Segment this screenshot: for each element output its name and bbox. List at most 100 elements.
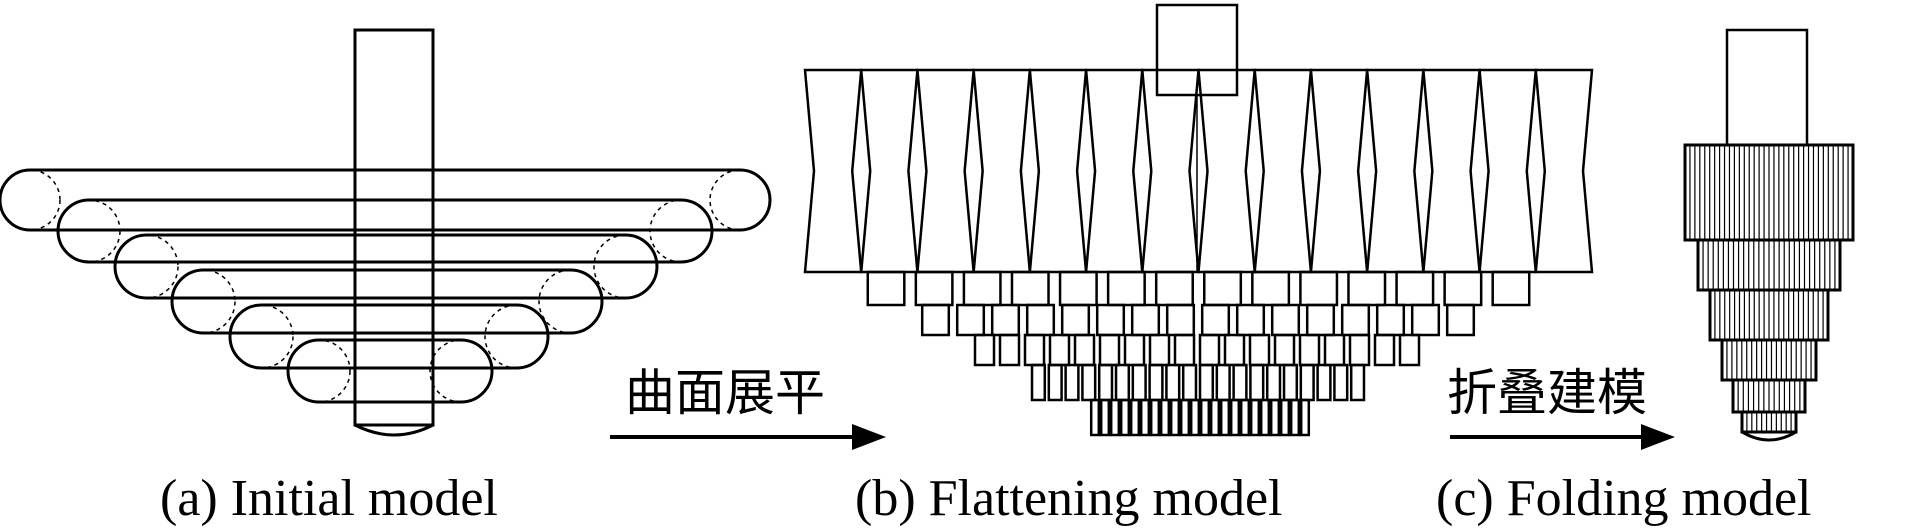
flattened-strip [1445, 303, 1476, 337]
flattened-strip [1215, 363, 1231, 402]
flattened-strip [1410, 303, 1441, 337]
flattened-strip [1084, 68, 1144, 274]
flattened-strip [1270, 303, 1301, 337]
flattened-strip [962, 270, 1002, 307]
flattened-strip [1279, 398, 1291, 437]
pipe-section-left [171, 269, 236, 334]
flattened-strip [803, 68, 863, 274]
flattened-strip [1309, 68, 1369, 274]
flattened-strip [1030, 363, 1047, 402]
flattened-strip [1265, 363, 1282, 402]
flattened-strip [998, 333, 1021, 367]
cone-end-cap [1741, 430, 1797, 442]
flattened-strip [1316, 363, 1332, 402]
flattened-strip [1298, 333, 1321, 367]
flattened-strip [1198, 333, 1221, 367]
flattened-strip [1269, 398, 1281, 437]
flattened-strip [1365, 68, 1425, 274]
flattened-strip [1154, 270, 1194, 307]
flattened-strip [1333, 363, 1349, 402]
flattened-strip [1273, 333, 1296, 367]
flattening-model-diagram [803, 3, 1594, 437]
flattened-strip [1203, 270, 1243, 307]
flattened-strip [1097, 363, 1114, 402]
strip-row [1089, 398, 1311, 437]
flattened-strip [866, 270, 906, 307]
flattened-strip [1169, 398, 1181, 437]
central-shaft [1725, 28, 1809, 147]
flattened-strip [1048, 333, 1071, 367]
flattened-strip [1106, 270, 1146, 307]
flattened-strip [1198, 363, 1215, 402]
flattened-strip [1123, 333, 1146, 367]
flattened-strip [1249, 398, 1261, 437]
flattened-strip [1159, 398, 1171, 437]
pipe-tier [228, 303, 550, 370]
flattened-strip [1398, 333, 1421, 367]
flattened-strip [1189, 398, 1201, 437]
pipe-section-right [709, 169, 771, 231]
strip-row [920, 303, 1476, 337]
flattened-strip [1282, 363, 1299, 402]
flattened-strip [1289, 398, 1301, 437]
band-outline [1720, 338, 1818, 382]
flattened-strip [1010, 270, 1050, 307]
flattened-strip [1323, 333, 1346, 367]
pipe-outline [286, 338, 494, 404]
pipe-tier [113, 233, 659, 300]
flattened-strip [1064, 363, 1080, 402]
flattened-strip [1299, 363, 1315, 402]
flattened-strip [1095, 303, 1126, 337]
pipe-section-left [229, 304, 294, 369]
flattened-strip [1239, 398, 1251, 437]
pipe-tier [286, 338, 494, 404]
folded-band [1720, 338, 1818, 382]
caption-flattening-model: (b) Flattening model [855, 470, 1282, 527]
flattened-strip [916, 68, 976, 274]
flattened-strip [1129, 398, 1141, 437]
flattened-strip [1025, 303, 1056, 337]
flattened-strip [1148, 363, 1164, 402]
fold-arrow-label: 折叠建模 [1447, 364, 1647, 422]
shaft-end-cap [354, 423, 434, 437]
folding-model-diagram [1683, 28, 1855, 442]
caption-folding-model: (c) Folding model [1436, 470, 1812, 527]
flattened-strip [1249, 363, 1265, 402]
flattened-strip [1139, 398, 1151, 437]
flattened-strip [1299, 398, 1311, 437]
flattened-strip [973, 333, 996, 367]
pipe-section-right [538, 269, 603, 334]
flattened-strip [1223, 333, 1246, 367]
flattened-strip [859, 68, 919, 274]
fold-arrow [1450, 424, 1675, 450]
flattened-strip [1235, 303, 1266, 337]
flattened-strip [1305, 303, 1336, 337]
flattened-strip [1179, 398, 1191, 437]
flattened-strip [955, 303, 986, 337]
central-shaft [353, 28, 435, 427]
flattened-strip [1047, 363, 1063, 402]
flatten-arrow [610, 424, 886, 450]
pipe-outline [170, 268, 604, 335]
flattened-strip [1149, 398, 1161, 437]
flattened-strip [1478, 68, 1538, 274]
flattened-strip [1209, 398, 1221, 437]
folded-band [1708, 288, 1830, 342]
flattened-strip [1023, 333, 1046, 367]
flattened-strip [1200, 303, 1231, 337]
flattened-strip [1058, 270, 1098, 307]
flattened-strip [1089, 398, 1101, 437]
initial-model-diagram [0, 28, 772, 437]
pipe-section-right [429, 339, 493, 403]
pipe-section-left [0, 169, 61, 231]
caption-initial-model: (a) Initial model [160, 470, 498, 527]
flattened-strip [1109, 398, 1121, 437]
folded-band [1696, 238, 1842, 292]
flattened-strip [1197, 68, 1257, 274]
flattened-strip [1443, 270, 1483, 307]
pipe-outline [113, 233, 659, 300]
flattened-strip [1199, 398, 1211, 437]
flattened-strip [1130, 303, 1161, 337]
flattened-strip [1299, 270, 1339, 307]
